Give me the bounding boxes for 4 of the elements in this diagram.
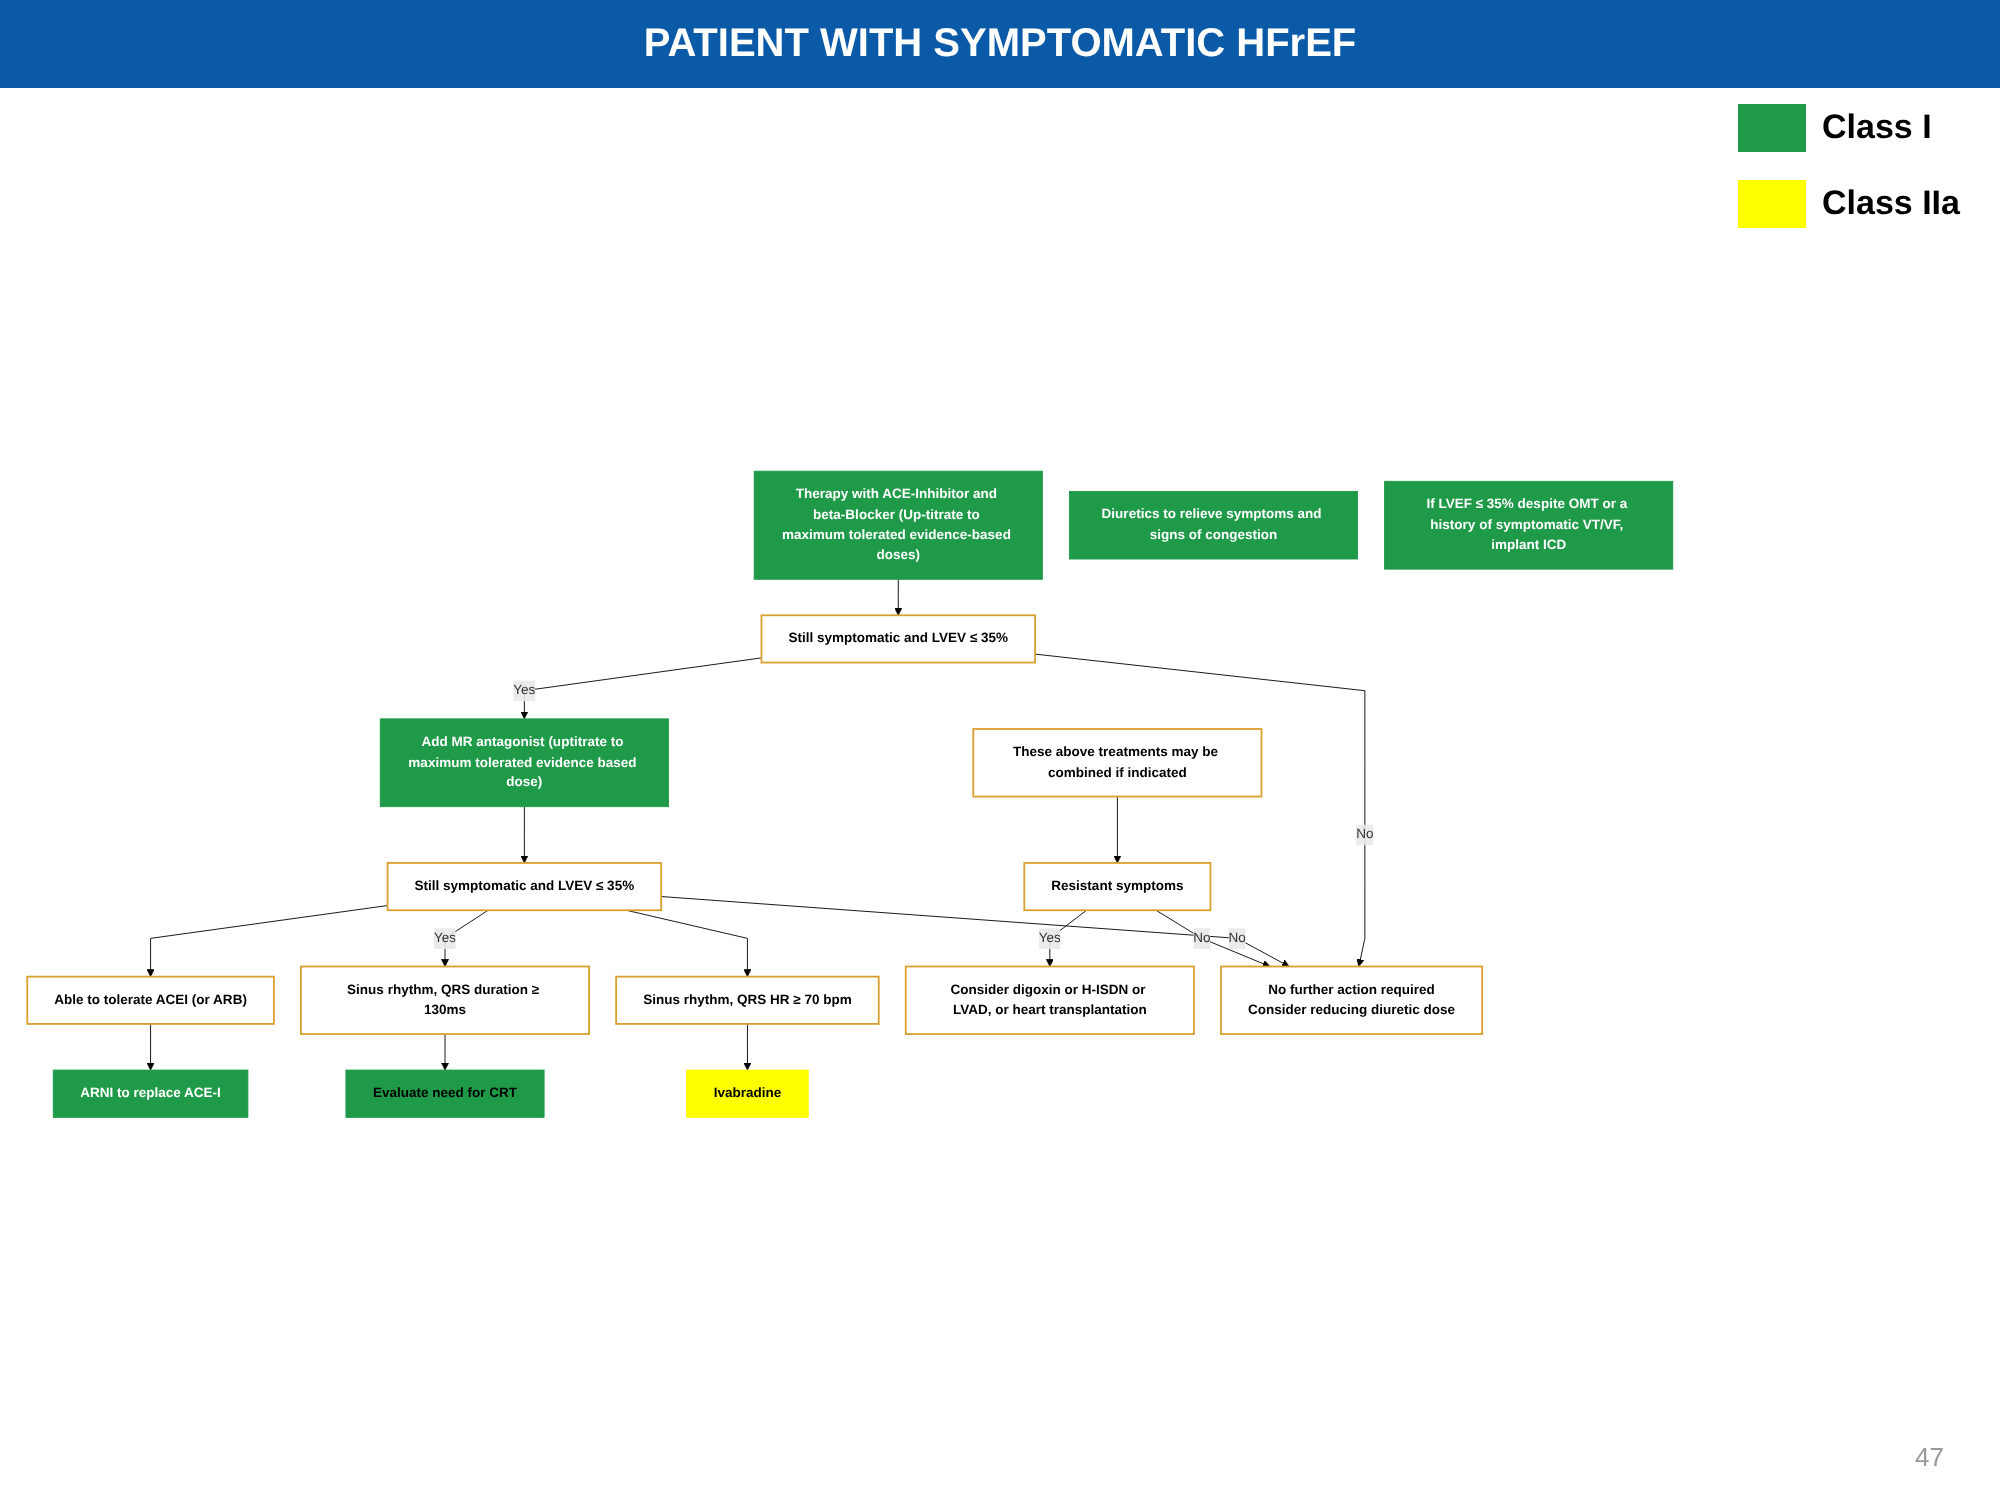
page-number: 47 (1915, 1442, 1944, 1472)
title-banner: PATIENT WITH SYMPTOMATIC HFrEF (0, 0, 2000, 88)
legend-label: Class I (1822, 108, 1932, 148)
legend-label: Class IIa (1822, 184, 1960, 224)
